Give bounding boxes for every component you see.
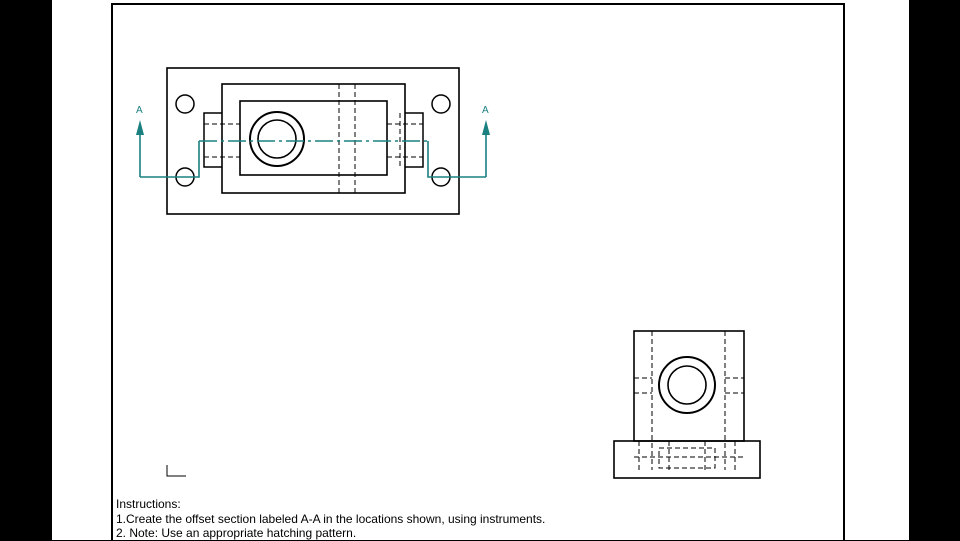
mounting-hole-top-left [175, 94, 195, 114]
drawing-border [111, 3, 845, 540]
left-tab [203, 112, 222, 168]
top-view [166, 67, 460, 215]
side-view [613, 330, 761, 479]
section-label-left: A [136, 105, 143, 116]
right-tab [405, 112, 424, 168]
corner-mark [166, 465, 186, 477]
hidden-lines-side [634, 331, 744, 470]
base-plate-outline [166, 67, 460, 215]
instruction-step-1: 1.Create the offset section labeled A-A … [116, 511, 546, 526]
bore-inner [257, 119, 297, 159]
side-base-outline [613, 440, 761, 479]
section-arrow-right [482, 120, 490, 135]
side-counterbore [658, 356, 716, 414]
cutting-plane-right-leg [427, 141, 486, 178]
mounting-hole-top-right [431, 94, 451, 114]
drawing-sheet [52, 0, 909, 540]
side-upright-outline [633, 330, 745, 442]
instructions-heading: Instructions: [116, 497, 181, 511]
hidden-lines-top [204, 84, 423, 193]
side-bore [667, 365, 707, 405]
boss-outline [239, 100, 388, 176]
cutting-plane-line [139, 134, 487, 178]
instructions-block: Instructions: 1.Create the offset sectio… [116, 497, 816, 541]
section-arrow-left [136, 120, 144, 135]
upright-outline [221, 83, 406, 194]
cutting-plane-left-leg [140, 141, 200, 178]
section-label-right: A [482, 105, 489, 116]
instruction-step-2: 2. Note: Use an appropriate hatching pat… [116, 526, 357, 540]
counterbore-outer [249, 111, 305, 167]
